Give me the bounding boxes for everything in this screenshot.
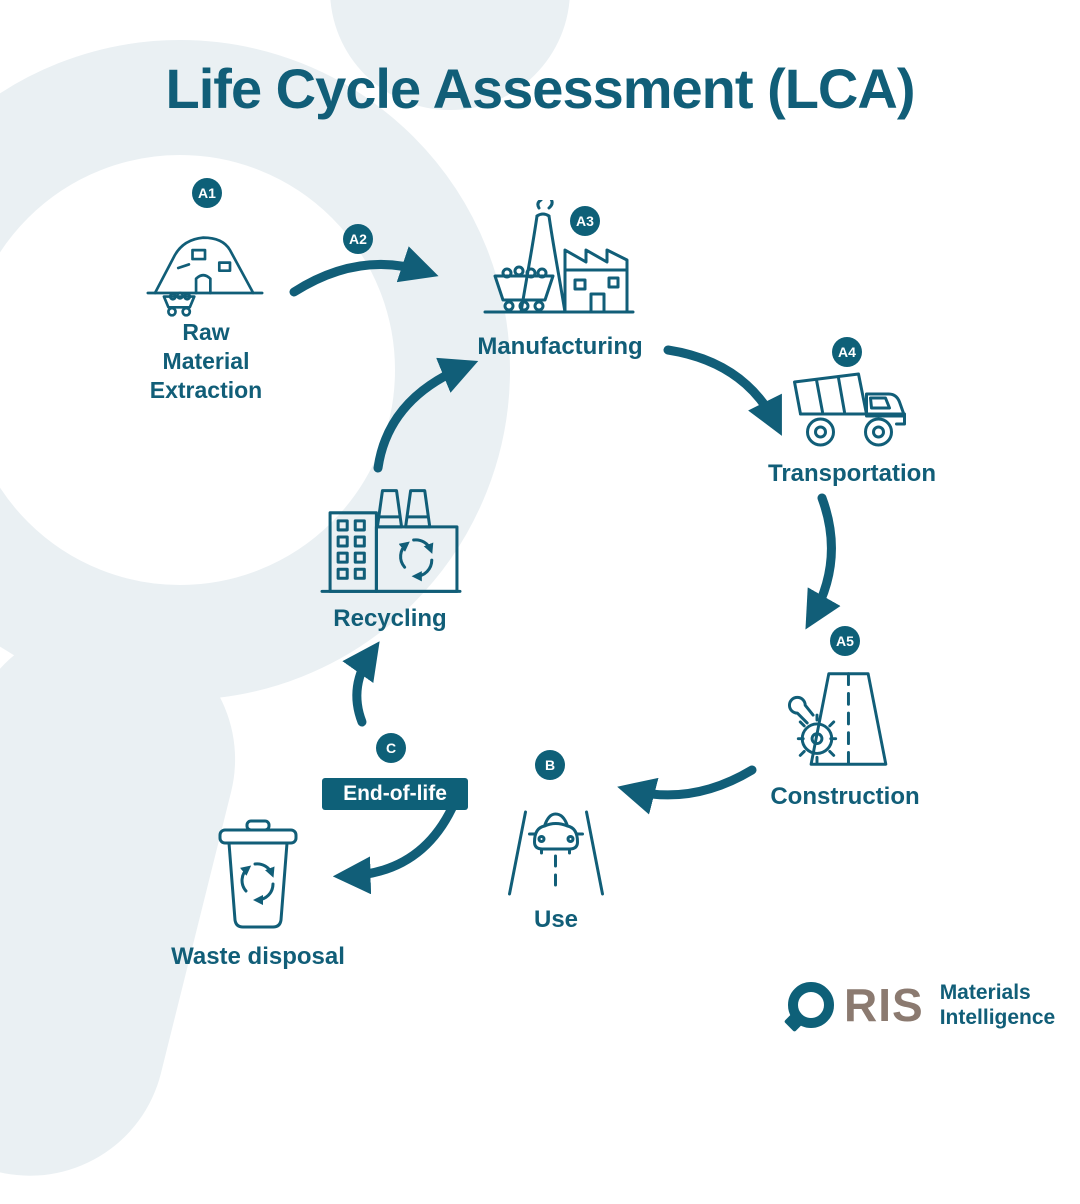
label-recycling: Recycling [333,605,447,632]
arrow-endoflife-to-waste [332,803,457,895]
arrow-recycling-to-manufacturing [373,357,479,473]
arrow-a2-extraction-to-manufacturing [289,246,439,297]
arrow-endoflife-to-recycling [342,641,380,727]
mine-icon [135,218,275,318]
dump-truck-icon [785,366,913,458]
label-use: Use [533,906,579,933]
flow-arrows [289,246,841,895]
arrow-transportation-to-construction [805,493,841,630]
logo-tagline: Materials Intelligence [940,980,1056,1030]
badge-a3: A3 [570,206,600,236]
arrow-manufacturing-to-transportation [663,345,782,436]
road-construction-icon [788,660,904,778]
label-construction: Construction [770,783,920,810]
label-waste-disposal: Waste disposal [171,943,345,970]
arrow-construction-to-use [617,765,757,815]
trash-bin-recycle-icon [203,813,313,938]
badge-a1: A1 [192,178,222,208]
badge-b: B [535,750,565,780]
page-title: Life Cycle Assessment (LCA) [165,57,916,120]
label-transportation: Transportation [767,460,936,487]
logo-brand-text: RIS [844,979,924,1031]
oris-logo: RIS Materials Intelligence [783,978,1056,1033]
oris-pin-icon [783,982,834,1033]
lca-diagram: Life Cycle Assessment (LCA) A1 A2 A3 A4 … [0,0,1056,1204]
recycling-factory-icon [318,478,464,602]
badge-a5: A5 [830,626,860,656]
label-manufacturing: Manufacturing [477,333,643,360]
car-on-road-icon [503,786,609,900]
factory-icon [478,200,640,332]
end-of-life-tag: End-of-life [322,778,468,810]
logo-tagline-line2: Intelligence [939,1006,1056,1029]
badge-a2: A2 [343,224,373,254]
label-raw-material-extraction: Raw Material Extraction [149,319,263,403]
badge-a4: A4 [832,337,862,367]
badge-c: C [376,733,406,763]
logo-tagline-line1: Materials [939,980,1031,1004]
